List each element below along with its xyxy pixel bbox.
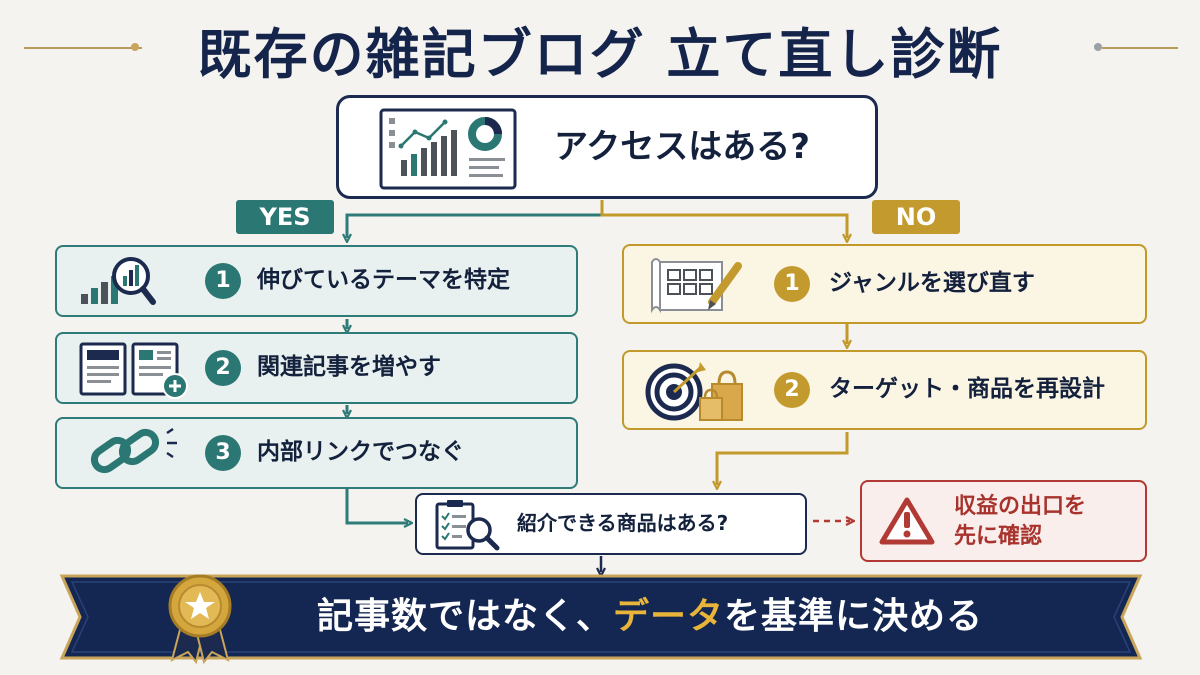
yes-to-product-line xyxy=(345,488,408,523)
step-number-badge: 1 xyxy=(205,263,241,299)
step-number-badge: 1 xyxy=(774,266,810,302)
banner-text-before: 記事数ではなく、 xyxy=(316,596,613,637)
revenue-alert-text: 収益の出口を 先に確認 xyxy=(954,492,1134,552)
yes-tag: YES xyxy=(236,200,334,234)
medal-star-icon xyxy=(168,574,232,664)
start-question-text: アクセスはある? xyxy=(554,127,811,167)
yes-step-3: 3 内部リンクでつなぐ xyxy=(55,417,578,489)
target-shopping-bag-icon xyxy=(645,362,743,421)
product-question-text: 紹介できる商品はある? xyxy=(517,511,729,535)
checklist-magnifier-icon xyxy=(435,500,500,551)
banner-text-highlight: データ xyxy=(612,596,724,637)
page-title: 既存の雑記ブログ 立て直し診断 xyxy=(197,21,1003,86)
yes-step-1-label: 伸びているテーマを特定 xyxy=(257,267,510,293)
no-step-2-label: ターゲット・商品を再設計 xyxy=(829,376,1105,402)
chain-link-icon xyxy=(90,427,177,474)
revenue-alert-box: 収益の出口を 先に確認 xyxy=(860,480,1147,562)
product-question-box: 紹介できる商品はある? xyxy=(415,493,807,555)
no-step-2: 2 ターゲット・商品を再設計 xyxy=(622,350,1147,430)
yes-step-2: 2 関連記事を増やす xyxy=(55,332,578,404)
start-question-box: アクセスはある? xyxy=(336,95,878,199)
yes-step-3-label: 内部リンクでつなぐ xyxy=(257,439,464,465)
title-left-dot xyxy=(131,43,139,51)
bar-chart-magnifier-icon xyxy=(81,257,156,305)
warning-icon xyxy=(879,497,935,545)
step-number-badge: 2 xyxy=(774,372,810,408)
no-tag: NO xyxy=(872,200,960,234)
title-right-rule xyxy=(1102,47,1178,49)
step-number-badge: 3 xyxy=(205,435,241,471)
banner-text-after: を基準に決める xyxy=(724,596,984,637)
revenue-alert-line-1: 収益の出口を xyxy=(954,494,1087,519)
yes-branch-line xyxy=(347,200,604,238)
map-pencil-icon xyxy=(651,258,742,314)
title-right-dot xyxy=(1094,43,1102,51)
step-number-badge: 2 xyxy=(205,350,241,386)
conclusion-banner-text: 記事数ではなく、データを基準に決める xyxy=(250,580,1050,654)
yes-step-1: 1 伸びているテーマを特定 xyxy=(55,245,578,317)
article-add-icon xyxy=(79,342,188,399)
analytics-dashboard-icon xyxy=(379,108,517,190)
no-step-1-label: ジャンルを選び直す xyxy=(829,270,1035,296)
yes-step-2-label: 関連記事を増やす xyxy=(257,354,441,380)
no-step-1: 1 ジャンルを選び直す xyxy=(622,244,1147,324)
conclusion-banner xyxy=(59,574,1143,660)
no-to-product-line xyxy=(717,432,849,485)
revenue-alert-line-2: 先に確認 xyxy=(954,524,1043,549)
title-left-rule xyxy=(24,47,142,49)
no-branch-line xyxy=(600,200,847,238)
